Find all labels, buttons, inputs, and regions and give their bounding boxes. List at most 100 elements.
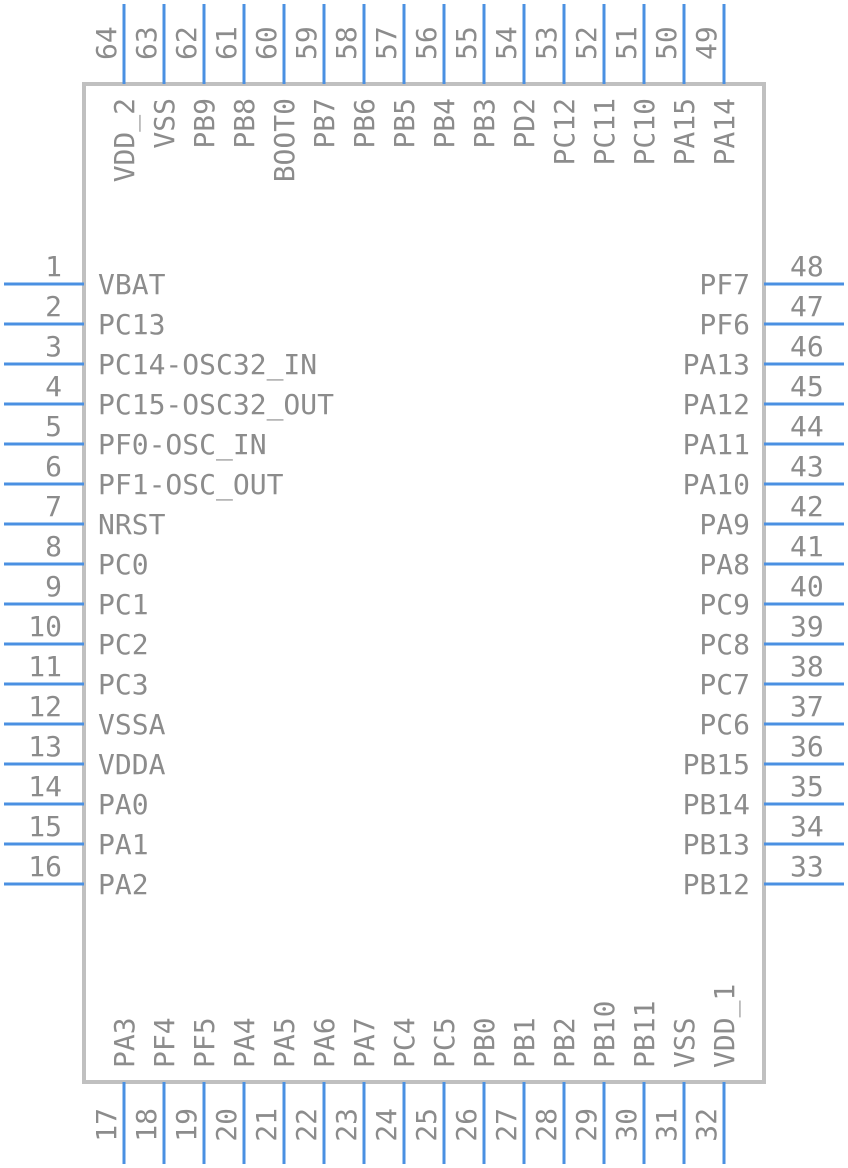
- pin-number-26: 26: [450, 1108, 483, 1142]
- pin-number-41: 41: [790, 530, 824, 563]
- pin-number-6: 6: [45, 450, 62, 483]
- pin-label-15: PA1: [98, 828, 149, 861]
- pin-number-7: 7: [45, 490, 62, 523]
- pin-label-6: PF1-OSC_OUT: [98, 468, 284, 502]
- pin-number-28: 28: [530, 1108, 563, 1142]
- pin-label-19: PF5: [188, 1017, 221, 1068]
- pin-label-30: PB11: [628, 1001, 661, 1068]
- pin-number-19: 19: [170, 1108, 203, 1142]
- pin-number-59: 59: [290, 26, 323, 60]
- pin-label-37: PC6: [699, 708, 750, 741]
- pin-label-40: PC9: [699, 588, 750, 621]
- pin-number-53: 53: [530, 26, 563, 60]
- pin-label-50: PA15: [668, 98, 701, 165]
- pin-label-31: VSS: [668, 1017, 701, 1068]
- pin-label-58: PB6: [348, 98, 381, 149]
- pin-label-57: PB5: [388, 98, 421, 149]
- top-pin-group: 64VDD_263VSS62PB961PB860BOOT059PB758PB65…: [90, 4, 741, 182]
- pin-label-33: PB12: [683, 868, 750, 901]
- pin-label-11: PC3: [98, 668, 149, 701]
- ic-body: [82, 82, 766, 1084]
- pin-number-43: 43: [790, 450, 824, 483]
- pin-number-62: 62: [170, 26, 203, 60]
- pin-label-8: PC0: [98, 548, 149, 581]
- pin-number-61: 61: [210, 26, 243, 60]
- pin-number-31: 31: [650, 1108, 683, 1142]
- pin-number-49: 49: [690, 26, 723, 60]
- pin-number-14: 14: [28, 770, 62, 803]
- pin-label-48: PF7: [699, 268, 750, 301]
- left-pin-group: 1VBAT2PC133PC14-OSC32_IN4PC15-OSC32_OUT5…: [4, 250, 334, 901]
- pin-label-23: PA7: [348, 1017, 381, 1068]
- pin-number-40: 40: [790, 570, 824, 603]
- pin-label-39: PC8: [699, 628, 750, 661]
- pin-label-29: PB10: [588, 1001, 621, 1068]
- pin-label-59: PB7: [308, 98, 341, 149]
- pin-number-17: 17: [90, 1108, 123, 1142]
- pin-label-42: PA9: [699, 508, 750, 541]
- pin-number-29: 29: [570, 1108, 603, 1142]
- pin-number-35: 35: [790, 770, 824, 803]
- pin-number-52: 52: [570, 26, 603, 60]
- pin-number-44: 44: [790, 410, 824, 443]
- pin-number-38: 38: [790, 650, 824, 683]
- pin-number-15: 15: [28, 810, 62, 843]
- pin-label-38: PC7: [699, 668, 750, 701]
- pin-number-18: 18: [130, 1108, 163, 1142]
- pin-number-32: 32: [690, 1108, 723, 1142]
- pin-label-28: PB2: [548, 1017, 581, 1068]
- pin-number-45: 45: [790, 370, 824, 403]
- pin-number-63: 63: [130, 26, 163, 60]
- pin-label-35: PB14: [683, 788, 750, 821]
- pin-label-45: PA12: [683, 388, 750, 421]
- pin-label-1: VBAT: [98, 268, 166, 301]
- pin-number-56: 56: [410, 26, 443, 60]
- pin-number-34: 34: [790, 810, 824, 843]
- pin-number-20: 20: [210, 1108, 243, 1142]
- pin-number-47: 47: [790, 290, 824, 323]
- pin-number-10: 10: [28, 610, 62, 643]
- pin-label-22: PA6: [308, 1017, 341, 1068]
- pin-number-60: 60: [250, 26, 283, 60]
- pin-number-1: 1: [45, 250, 62, 283]
- pin-label-60: BOOT0: [268, 98, 301, 182]
- pin-label-34: PB13: [683, 828, 750, 861]
- pin-label-18: PF4: [148, 1017, 181, 1068]
- pin-label-13: VDDA: [98, 748, 166, 781]
- bottom-pin-group: 17PA318PF419PF520PA421PA522PA623PA724PC4…: [90, 984, 742, 1164]
- pin-label-51: PC10: [628, 98, 661, 165]
- pin-label-55: PB3: [468, 98, 501, 149]
- pin-number-8: 8: [45, 530, 62, 563]
- pin-label-63: VSS: [148, 98, 181, 149]
- pin-label-25: PC5: [428, 1017, 461, 1068]
- pin-label-62: PB9: [188, 98, 221, 149]
- pin-label-27: PB1: [508, 1017, 541, 1068]
- pin-number-2: 2: [45, 290, 62, 323]
- pin-label-61: PB8: [228, 98, 261, 149]
- pin-label-56: PB4: [428, 98, 461, 149]
- right-pin-group: 48PF747PF646PA1345PA1244PA1143PA1042PA94…: [683, 250, 844, 901]
- pin-number-25: 25: [410, 1108, 443, 1142]
- pin-label-12: VSSA: [98, 708, 166, 741]
- pin-number-24: 24: [370, 1108, 403, 1142]
- pin-number-37: 37: [790, 690, 824, 723]
- pin-label-20: PA4: [228, 1017, 261, 1068]
- pin-number-54: 54: [490, 26, 523, 60]
- pin-number-58: 58: [330, 26, 363, 60]
- pin-number-42: 42: [790, 490, 824, 523]
- pin-number-23: 23: [330, 1108, 363, 1142]
- pin-number-27: 27: [490, 1108, 523, 1142]
- pin-label-64: VDD_2: [108, 98, 142, 182]
- pin-number-55: 55: [450, 26, 483, 60]
- pin-number-9: 9: [45, 570, 62, 603]
- pin-label-43: PA10: [683, 468, 750, 501]
- pin-label-5: PF0-OSC_IN: [98, 428, 267, 462]
- pin-number-21: 21: [250, 1108, 283, 1142]
- pin-label-49: PA14: [708, 98, 741, 165]
- pin-label-21: PA5: [268, 1017, 301, 1068]
- pin-label-52: PC11: [588, 98, 621, 165]
- pin-number-51: 51: [610, 26, 643, 60]
- pin-number-22: 22: [290, 1108, 323, 1142]
- pin-label-41: PA8: [699, 548, 750, 581]
